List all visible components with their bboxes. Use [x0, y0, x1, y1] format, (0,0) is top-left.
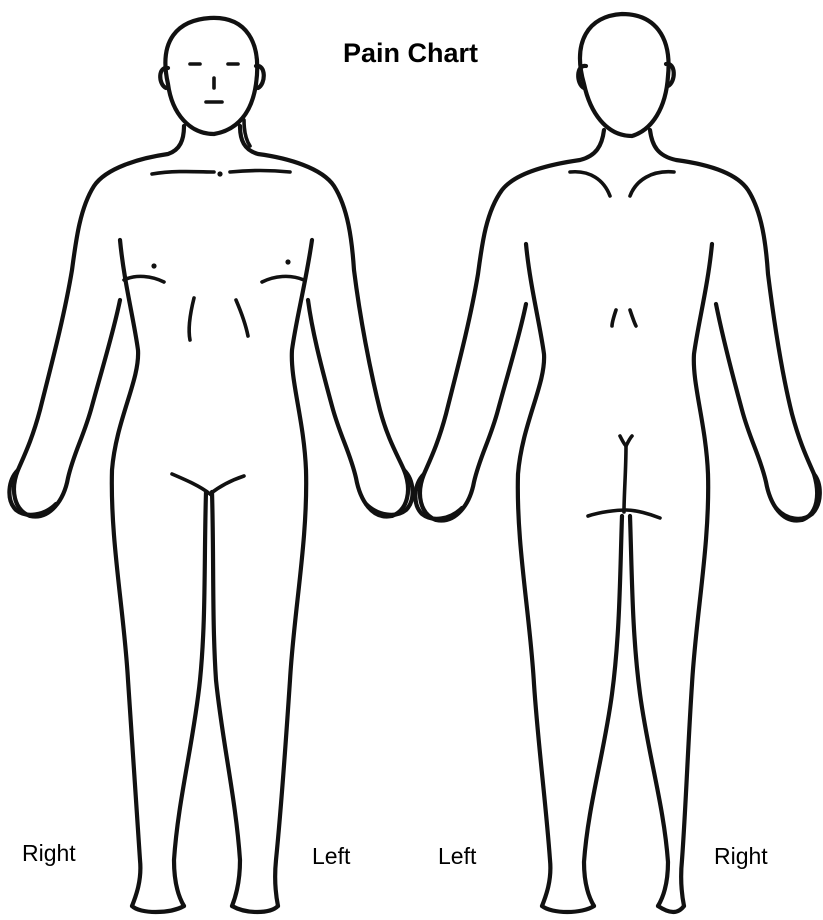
front-right-side-label: Right	[22, 840, 76, 867]
back-lumbar-a	[612, 310, 616, 326]
front-left-side-label: Left	[312, 843, 350, 870]
back-scapula-a	[570, 172, 610, 196]
back-scapula-b	[630, 172, 674, 196]
back-foot-a	[542, 906, 594, 912]
back-torso-side-b	[681, 244, 712, 906]
back-gluteal-cleft	[624, 446, 626, 512]
back-left-side-label: Left	[438, 843, 476, 870]
back-body-outline-side-b	[650, 130, 817, 521]
page-title: Pain Chart	[343, 38, 478, 69]
back-inner-leg-b	[630, 516, 668, 906]
back-head-outline	[580, 14, 669, 136]
back-hand-b	[776, 474, 820, 519]
back-torso-side-a	[518, 244, 551, 906]
back-body-outline-side-a	[420, 130, 604, 521]
back-foot-b	[658, 906, 684, 912]
back-inner-leg-a	[584, 516, 622, 906]
back-right-side-label: Right	[714, 843, 768, 870]
back-lumbar-b	[630, 310, 636, 326]
